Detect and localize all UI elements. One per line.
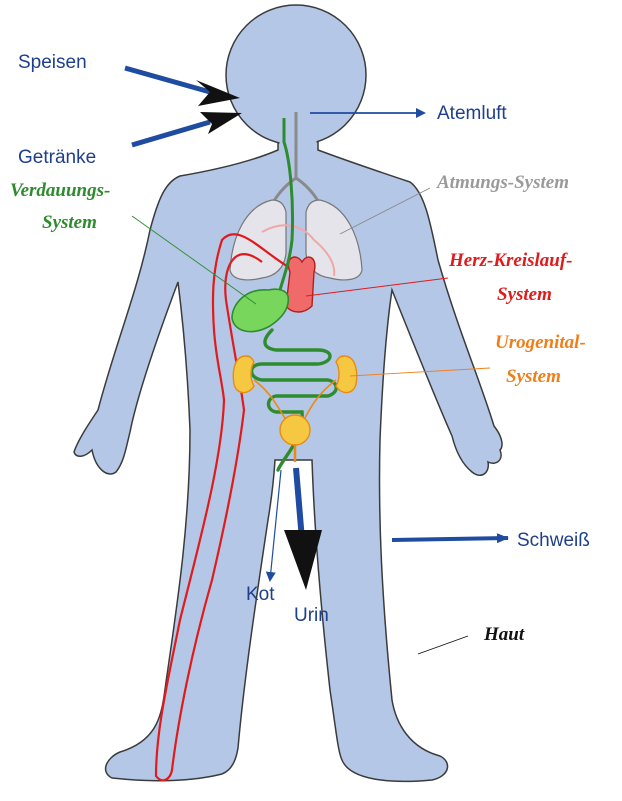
label-urin: Urin	[294, 605, 329, 626]
heart	[286, 257, 315, 312]
label-herz-line1: Herz-Kreislauf-	[448, 250, 573, 271]
label-verdauung-line2: System	[42, 212, 97, 233]
bladder	[280, 415, 310, 445]
kidney-left	[233, 356, 254, 393]
input-arrows	[125, 68, 242, 145]
label-getraenke: Getränke	[18, 147, 96, 168]
getraenke-arrow-icon	[132, 122, 210, 145]
label-kot: Kot	[246, 584, 275, 605]
label-urogenital-line2: System	[506, 366, 561, 387]
label-haut: Haut	[483, 624, 525, 645]
leader-haut	[418, 636, 468, 654]
label-herz-line2: System	[497, 284, 552, 305]
schweiss-arrow-icon	[392, 538, 508, 540]
urin-arrowhead-icon	[284, 530, 322, 590]
label-atmung: Atmungs-System	[436, 172, 569, 193]
label-schweiss: Schweiß	[517, 530, 590, 551]
label-urogenital-line1: Urogenital-	[495, 332, 586, 353]
speisen-arrow-icon	[125, 68, 210, 92]
label-verdauung-line1: Verdauungs-	[10, 180, 110, 201]
label-speisen: Speisen	[18, 52, 87, 73]
kidney-right	[336, 356, 357, 393]
urin-arrow-shaft-icon	[296, 468, 302, 540]
label-atemluft: Atemluft	[437, 103, 507, 124]
torso-and-limbs	[74, 118, 502, 781]
